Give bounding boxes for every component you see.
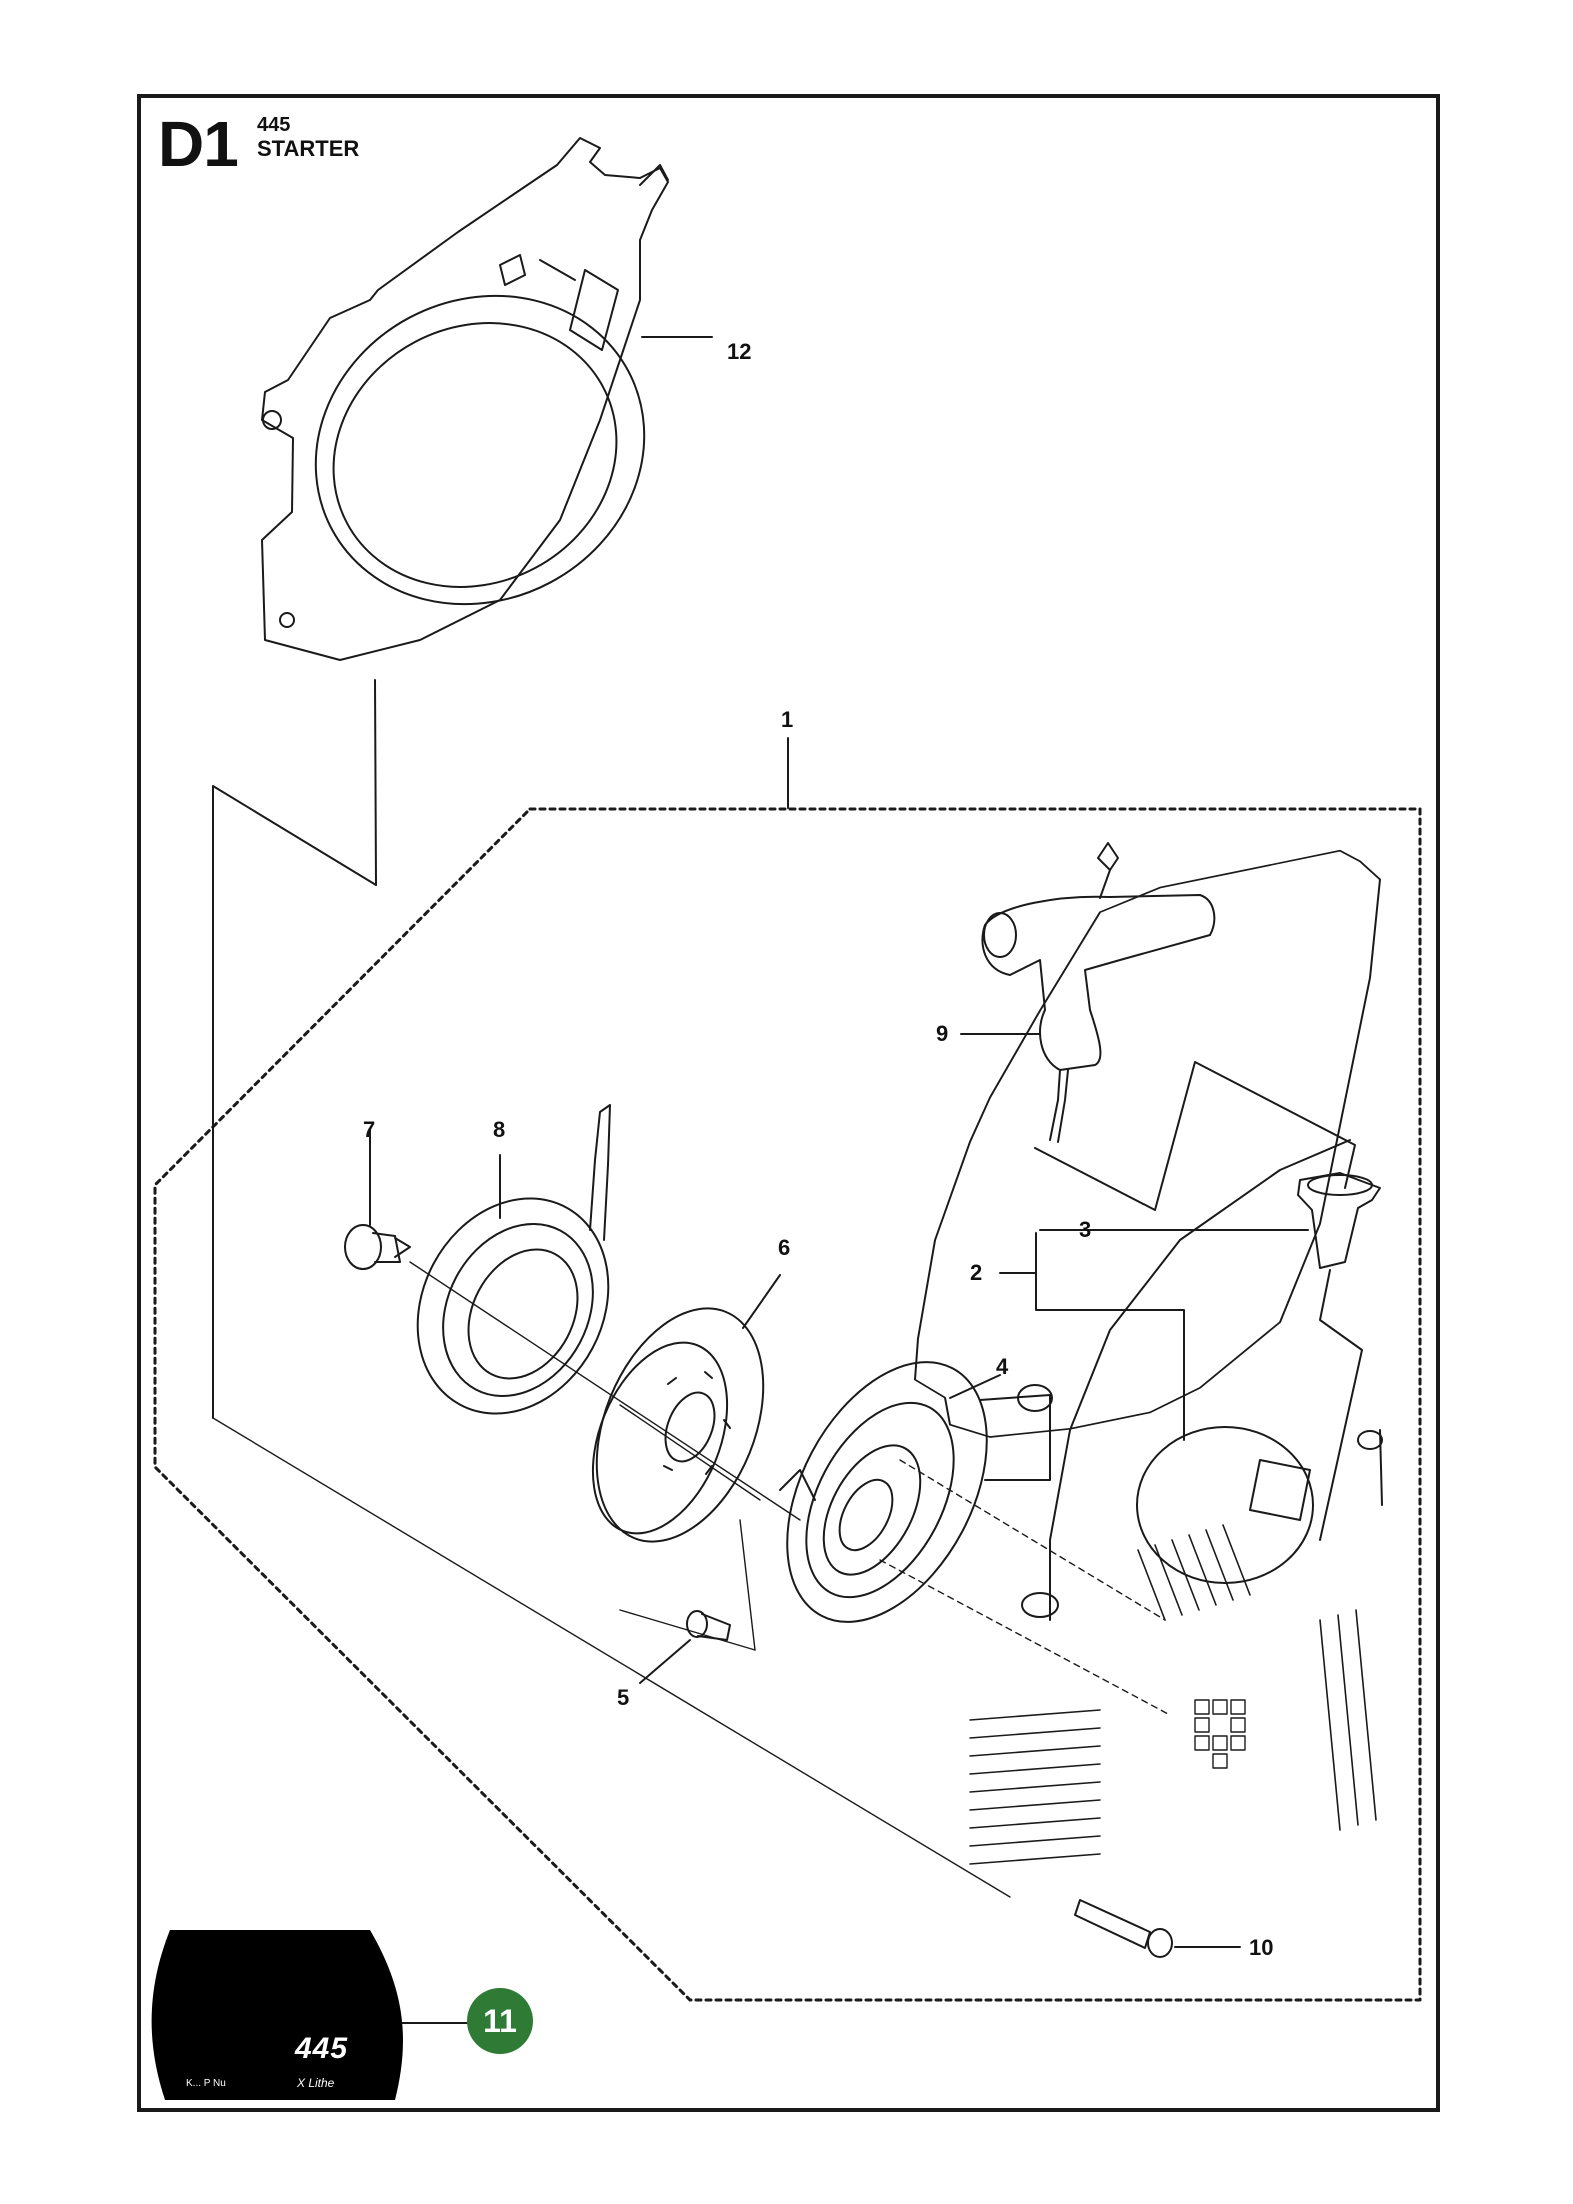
callout-8: 8 — [493, 1117, 506, 1142]
screw-7-part — [344, 1224, 411, 1270]
fan-housing-part — [261, 137, 669, 661]
model-number: 445 — [257, 114, 291, 136]
diagram-title: STARTER — [257, 136, 360, 161]
callout-10: 10 — [1249, 1935, 1274, 1960]
diagram-frame — [137, 94, 1440, 2112]
callout-4: 4 — [996, 1354, 1009, 1379]
decal-model-text: 445 — [295, 2032, 349, 2065]
decal-small-text-left: K... P Nu — [186, 2078, 226, 2089]
decal-part — [151, 1930, 403, 2100]
housing-logo — [1194, 1699, 1246, 1769]
starter-housing-part — [914, 849, 1383, 1621]
rope-guide-part — [1297, 1172, 1381, 1269]
callout-12: 12 — [727, 339, 752, 364]
callout-5: 5 — [617, 1685, 630, 1710]
housing-vents — [969, 1524, 1377, 1865]
starter-rope-part — [416, 1104, 611, 1415]
starter-handle-part — [981, 842, 1216, 1143]
callout-7: 7 — [363, 1117, 376, 1142]
section-code: D1 — [158, 108, 239, 180]
callout-2: 2 — [970, 1260, 983, 1285]
decal-small-text-right: X Lithe — [297, 2076, 335, 2090]
callout-11-badge: 11 — [467, 1988, 533, 2054]
pulley-part — [591, 1307, 765, 1543]
callout-6: 6 — [778, 1235, 791, 1260]
screw-10-part — [1074, 1899, 1173, 1958]
callout-9: 9 — [936, 1021, 949, 1046]
callout-3: 3 — [1079, 1217, 1092, 1242]
spring-cassette-part — [779, 1361, 988, 1623]
callout-1: 1 — [781, 707, 794, 732]
